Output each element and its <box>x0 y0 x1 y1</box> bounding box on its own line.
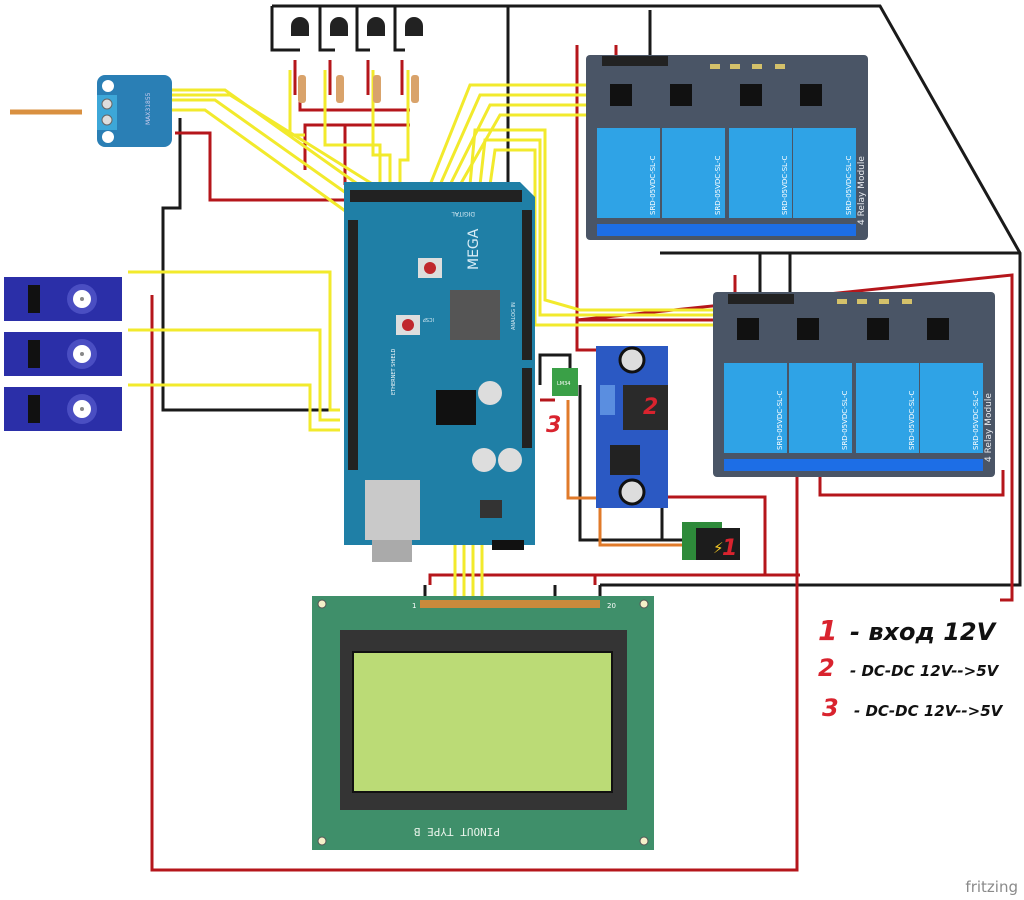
dcdc-converter-large[interactable]: 2 <box>596 346 668 508</box>
arduino-icsp-label: ICSP <box>423 316 434 322</box>
arduino-board-label: MEGA <box>466 228 482 270</box>
relay-module-top-label: 4 Relay Module <box>857 156 867 225</box>
relay-bottom-2-part: SRD-05VDC-SL-C <box>841 391 849 450</box>
power-jack[interactable]: ⚡ 1 <box>682 522 740 561</box>
relay-top-2-part: SRD-05VDC-SL-C <box>714 156 722 215</box>
legend-number: 3 <box>822 694 839 722</box>
resistor <box>373 75 381 103</box>
legend-text: - DC-DC 12V-->5V <box>854 702 1003 720</box>
lcd-footer-label: PINOUT TYPE B <box>414 825 500 838</box>
thermocouple-module-label: MAX31855 <box>145 92 152 125</box>
relay-module-top[interactable]: 4 Relay Module SRD-05VDC-SL-C SRD-05VDC-… <box>586 55 868 240</box>
relay-top-1-part: SRD-05VDC-SL-C <box>649 156 657 215</box>
lcd-display[interactable]: PINOUT TYPE B 1 20 <box>312 596 654 850</box>
transistor-array <box>291 17 423 36</box>
resistor <box>298 75 306 103</box>
resistor <box>336 75 344 103</box>
relay-top-4-part: SRD-05VDC-SL-C <box>845 156 853 215</box>
lcd-pin-last: 20 <box>607 602 616 610</box>
dcdc-large-marker: 2 <box>643 395 658 420</box>
power-jack-bolt-icon: ⚡ <box>713 539 724 557</box>
servo-2[interactable] <box>4 332 122 376</box>
thermocouple-module[interactable]: MAX31855 <box>97 75 172 147</box>
fritzing-watermark: fritzing <box>965 878 1018 896</box>
resistor <box>411 75 419 103</box>
legend-item-2: 2 - DC-DC 12V-->5V <box>818 654 998 682</box>
dcdc-converter-small[interactable]: LM34 3 <box>546 368 578 438</box>
arduino-shield-label: ETHERNET SHIELD <box>391 348 397 395</box>
dcdc-small-label: LM34 <box>557 381 570 387</box>
arduino-mega-ethernet-shield[interactable]: MEGA ETHERNET SHIELD DIGITAL ANALOG IN I… <box>344 182 535 562</box>
servo-3[interactable] <box>4 387 122 431</box>
relay-module-bottom-label: 4 Relay Module <box>984 393 994 462</box>
relay-module-bottom[interactable]: 4 Relay Module SRD-05VDC-SL-C SRD-05VDC-… <box>713 292 995 477</box>
relay-bottom-1-part: SRD-05VDC-SL-C <box>776 391 784 450</box>
legend-text: - вход 12V <box>850 618 996 646</box>
arduino-header-top-label: DIGITAL <box>451 210 475 217</box>
power-jack-marker: 1 <box>722 536 737 561</box>
relay-bottom-4-part: SRD-05VDC-SL-C <box>972 391 980 450</box>
resistor-array <box>298 75 419 103</box>
relay-top-3-part: SRD-05VDC-SL-C <box>781 156 789 215</box>
relay-bottom-3-part: SRD-05VDC-SL-C <box>908 391 916 450</box>
transistor <box>330 17 348 36</box>
legend-item-3: 3 - DC-DC 12V-->5V <box>822 694 1002 722</box>
dcdc-small-marker: 3 <box>546 413 561 438</box>
black-wires <box>161 4 1022 600</box>
legend-number: 1 <box>818 614 838 647</box>
transistor <box>367 17 385 36</box>
servo-1[interactable] <box>4 277 122 321</box>
legend-number: 2 <box>818 654 835 682</box>
arduino-header-right-label: ANALOG IN <box>511 302 517 330</box>
legend-item-1: 1 - вход 12V <box>818 614 995 647</box>
transistor <box>405 17 423 36</box>
legend-text: - DC-DC 12V-->5V <box>850 662 999 680</box>
lcd-pin-first: 1 <box>412 602 416 610</box>
transistor <box>291 17 309 36</box>
